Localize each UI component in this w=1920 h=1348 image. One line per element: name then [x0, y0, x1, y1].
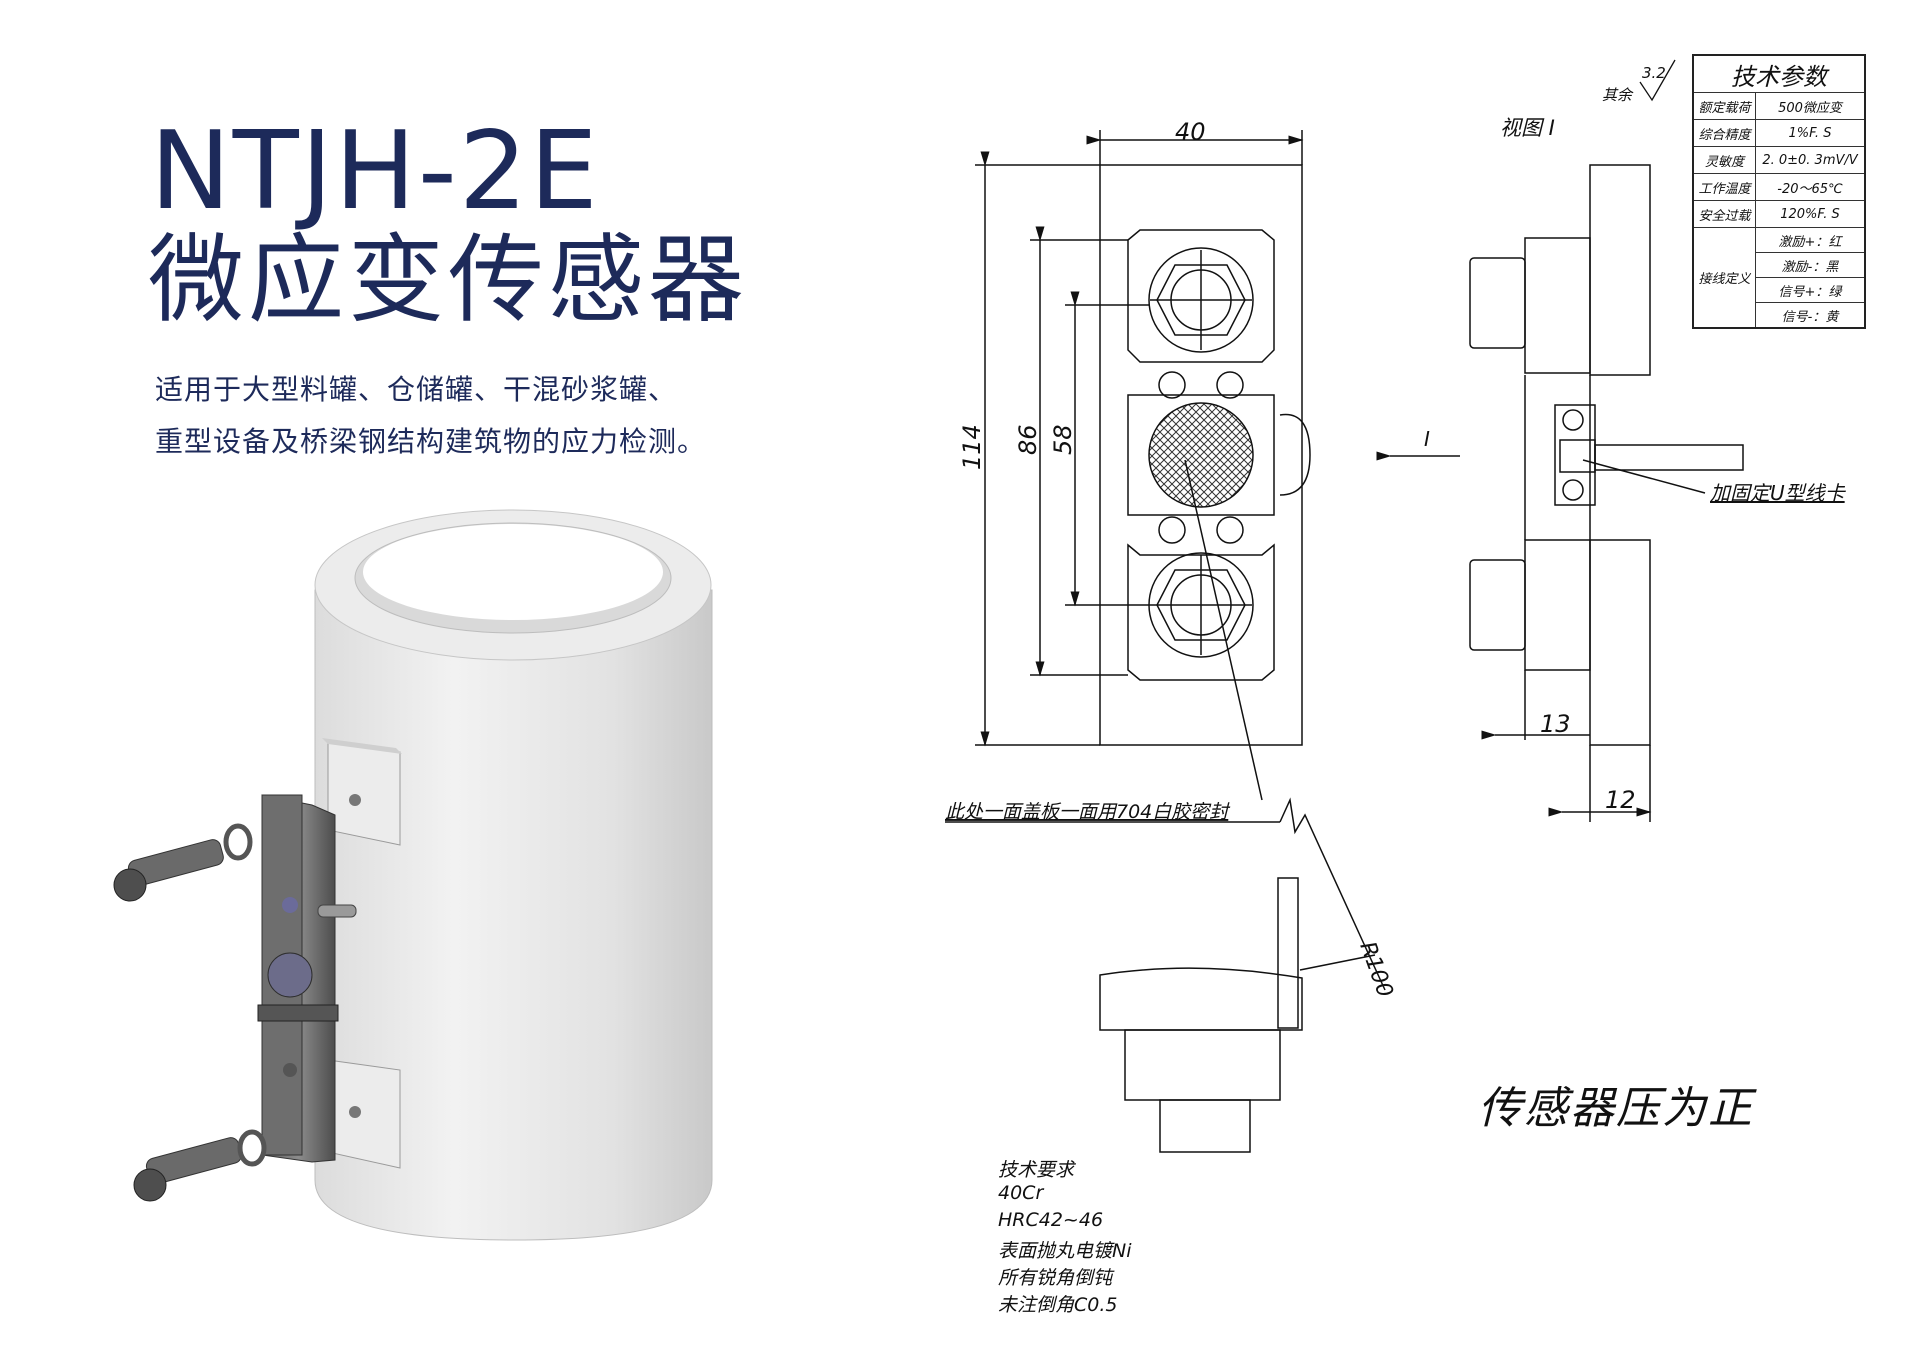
- tech-req-line: HRC42~46: [998, 1209, 1104, 1231]
- tech-req-line: 表面抛丸电镀Ni: [998, 1240, 1132, 1262]
- tech-req-line: 40Cr: [998, 1182, 1044, 1204]
- u-clip-note: 加固定U型线卡: [1710, 481, 1847, 505]
- seal-note: 此处一面盖板一面用704白胶密封: [945, 801, 1231, 823]
- radius-label: R100: [1354, 939, 1397, 1001]
- wiring-label: 接线定义: [1692, 227, 1756, 329]
- spec-label: 安全过载: [1692, 200, 1756, 228]
- sign-note: 传感器压为正: [1478, 1083, 1754, 1134]
- tech-req-title: 技术要求: [998, 1159, 1075, 1181]
- spec-value: 2. 0±0. 3mV/V: [1754, 146, 1866, 174]
- wiring-value: 激励-：黑: [1754, 252, 1866, 278]
- spec-label: 灵敏度: [1692, 146, 1756, 174]
- spec-value: 500微应变: [1754, 92, 1866, 120]
- dim-width: 40: [1175, 118, 1206, 146]
- spec-table-title: 技术参数: [1692, 54, 1866, 93]
- view-label: 视图 I: [1500, 116, 1555, 140]
- product-subtitle: 微应变传感器: [148, 224, 748, 336]
- spec-label: 额定载荷: [1692, 92, 1756, 120]
- wiring-value: 信号+：绿: [1754, 277, 1866, 303]
- top-view: [1099, 877, 1376, 1153]
- dim-58: 58: [1049, 424, 1077, 455]
- dim-12: 12: [1605, 786, 1636, 814]
- description-line-2: 重型设备及桥梁钢结构建筑物的应力检测。: [155, 425, 707, 458]
- spec-value: -20～65℃: [1754, 173, 1866, 201]
- spec-value: 120%F. S: [1754, 200, 1866, 228]
- cylinder-illustration: [314, 509, 713, 1241]
- spec-value: 1%F. S: [1754, 119, 1866, 147]
- front-view: [945, 130, 1386, 991]
- spec-label: 工作温度: [1692, 173, 1756, 201]
- dim-114: 114: [958, 424, 986, 470]
- view-arrow-label: I: [1424, 427, 1430, 451]
- roughness-icon: [1639, 59, 1676, 102]
- tech-req-line: 未注倒角C0.5: [998, 1294, 1118, 1316]
- roughness-value: 3.2: [1642, 64, 1666, 82]
- dim-13: 13: [1540, 710, 1571, 738]
- wiring-value: 信号-：黄: [1754, 302, 1866, 329]
- roughness-label: 其余: [1602, 86, 1634, 104]
- side-view: [1376, 164, 1744, 822]
- model-title: NTJH-2E: [150, 109, 600, 234]
- wiring-value: 激励+：红: [1754, 227, 1866, 253]
- sensor-3d: [113, 738, 402, 1202]
- tech-req-line: 所有锐角倒钝: [998, 1267, 1113, 1289]
- spec-label: 综合精度: [1692, 119, 1756, 147]
- description-line-1: 适用于大型料罐、仓储罐、干混砂浆罐、: [155, 373, 678, 406]
- dim-86: 86: [1014, 424, 1042, 455]
